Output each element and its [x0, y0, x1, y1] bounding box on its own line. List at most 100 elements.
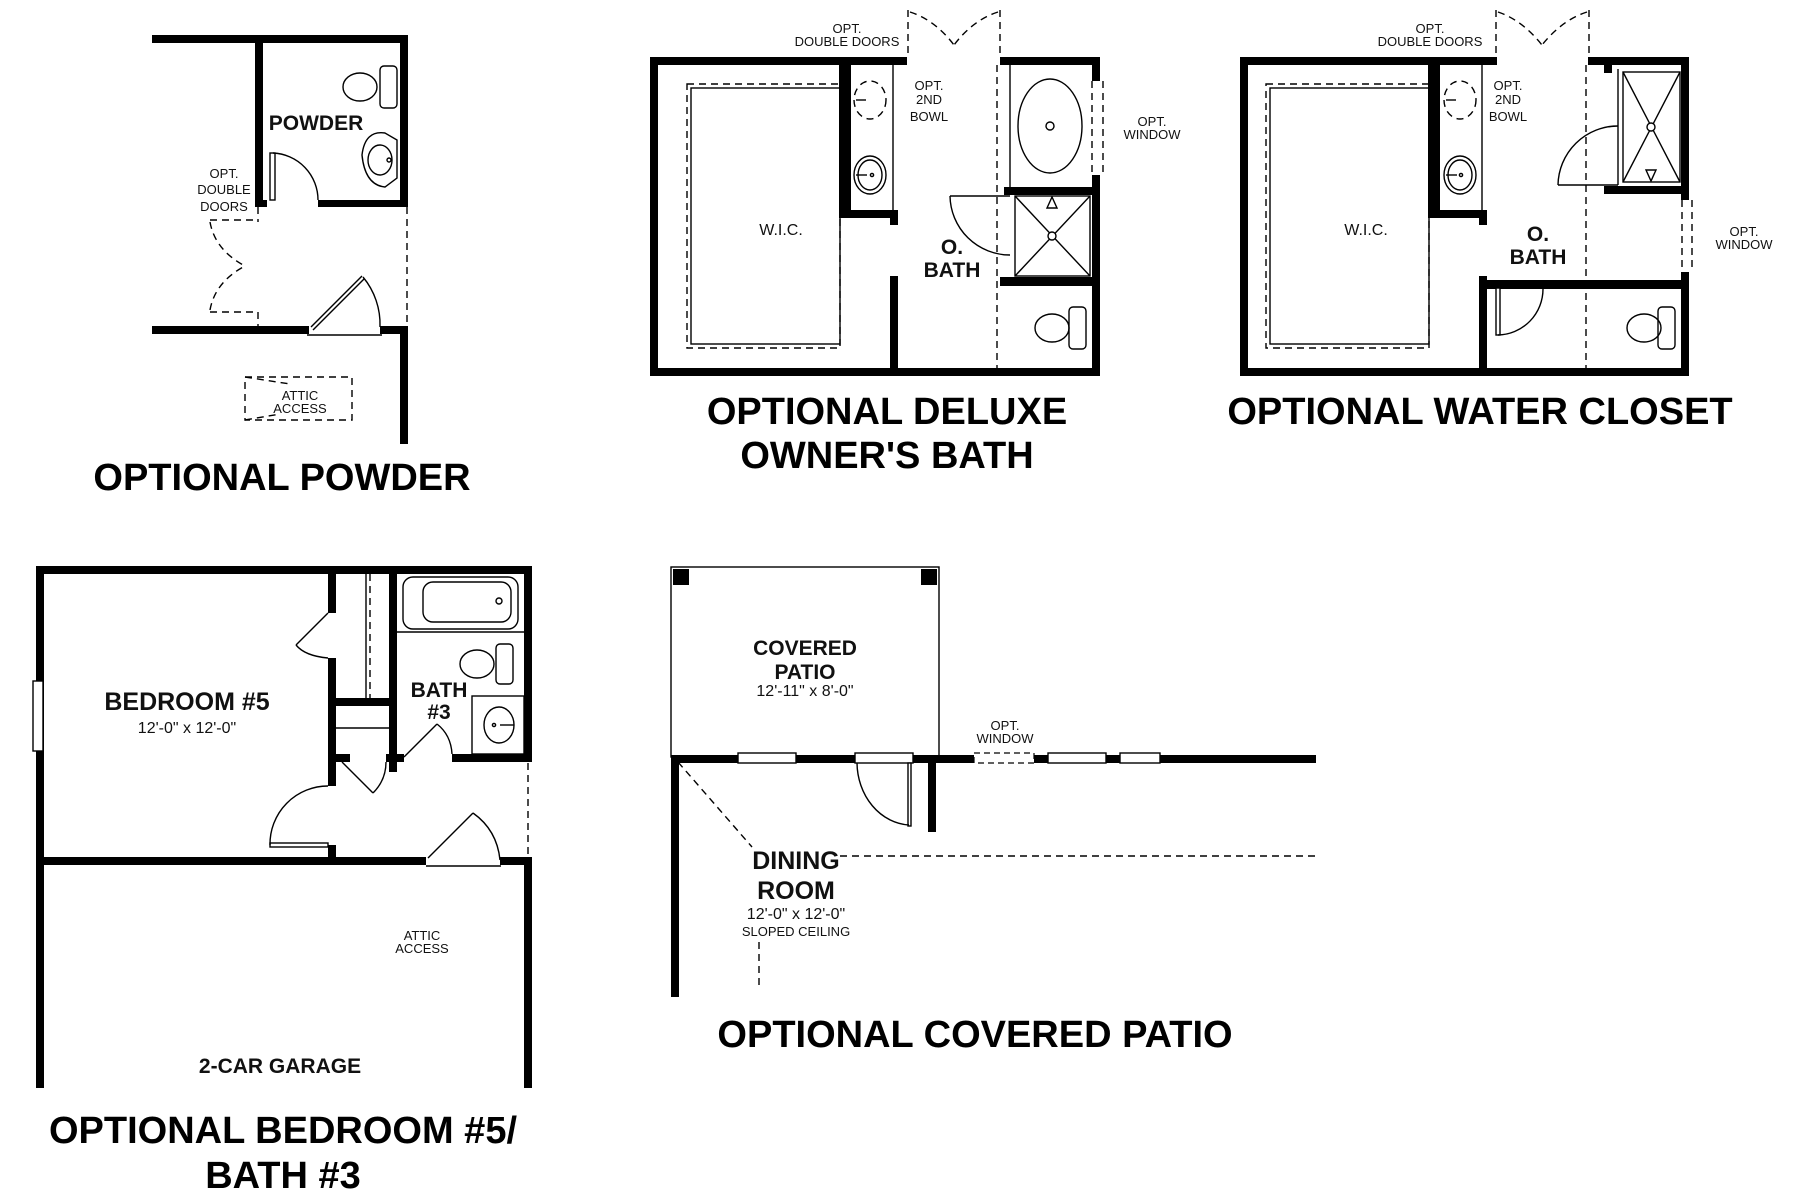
plan-optional-water-closet: OPT. DOUBLE DOORS OPT. 2ND BOWL OPT. WIN… [1227, 10, 1773, 433]
label-opt-double-doors: DOORS [200, 199, 248, 214]
wall [36, 566, 532, 574]
label-opt-2nd-bowl: BOWL [1489, 109, 1527, 124]
room-dims-covered-patio: 12'-11" x 8'-0" [756, 683, 853, 700]
label-attic-access: ATTIC [404, 928, 441, 943]
label-opt-double-doors: OPT. [833, 21, 862, 36]
label-opt-2nd-bowl: 2ND [1495, 92, 1521, 107]
room-label-garage: 2-CAR GARAGE [199, 1055, 361, 1078]
door-swing-icon [949, 195, 1011, 256]
attic-access-icon [244, 376, 353, 421]
wall [318, 200, 408, 207]
wall [1000, 277, 1100, 286]
door-swing-icon [854, 752, 914, 827]
column-icon [921, 569, 937, 585]
plan-optional-deluxe-owners-bath: OPT. DOUBLE DOORS OPT. 2ND BOWL OPT. WIN… [650, 10, 1181, 477]
wall [500, 857, 532, 865]
sink-icon [361, 131, 398, 188]
optional-double-doors-icon [209, 207, 259, 326]
label-opt-window: WINDOW [1123, 127, 1181, 142]
wall [255, 35, 263, 207]
label-opt-double-doors: DOUBLE DOORS [1378, 34, 1483, 49]
room-label-covered-patio: COVERED [753, 637, 857, 660]
wall [380, 326, 408, 334]
plan-title-water-closet: OPTIONAL WATER CLOSET [1227, 391, 1732, 433]
optional-window-icon [1091, 81, 1104, 175]
ceiling-line [677, 761, 753, 848]
wall [1428, 210, 1486, 218]
optional-double-doors-icon [907, 10, 1001, 58]
wall [1004, 187, 1100, 195]
label-opt-window: OPT. [1138, 114, 1167, 129]
room-label-dining: DINING [752, 847, 840, 875]
wall [1092, 57, 1100, 81]
plan-title-powder: OPTIONAL POWDER [93, 457, 470, 499]
plan-title-deluxe-bath: OWNER'S BATH [740, 435, 1033, 477]
label-opt-window: OPT. [1730, 224, 1759, 239]
label-opt-window: WINDOW [976, 731, 1034, 746]
wall [650, 368, 1100, 376]
wall [1479, 210, 1487, 225]
room-label-wic: W.I.C. [1344, 222, 1388, 239]
wall [1000, 57, 1100, 65]
optional-window-icon [973, 752, 1035, 764]
wall [1240, 57, 1248, 376]
label-opt-double-doors: DOUBLE [197, 182, 251, 197]
wall [928, 755, 936, 832]
wall [650, 57, 907, 65]
wall [1479, 276, 1487, 376]
wall [1428, 65, 1440, 218]
wall [336, 698, 396, 706]
door-swing-icon [307, 275, 382, 336]
plan-title-covered-patio: OPTIONAL COVERED PATIO [717, 1014, 1232, 1056]
door-swing-icon [1495, 287, 1544, 336]
sink-icon [853, 80, 887, 120]
label-attic-access: ACCESS [395, 941, 449, 956]
wall [671, 755, 679, 997]
wall [36, 566, 44, 1088]
wall [1240, 368, 1689, 376]
wall [255, 200, 267, 207]
wall [328, 845, 336, 860]
label-opt-2nd-bowl: OPT. [915, 78, 944, 93]
wall [524, 857, 532, 1088]
wall [524, 566, 532, 760]
door-swing-icon [269, 785, 329, 848]
plan-title-bedroom5: BATH #3 [205, 1155, 361, 1197]
wall [328, 574, 336, 613]
wall [400, 35, 408, 207]
wall [152, 326, 309, 334]
door-swing-icon [1557, 125, 1619, 186]
wall [36, 857, 426, 865]
wall [890, 210, 898, 225]
label-attic-access: ACCESS [273, 401, 327, 416]
plan-optional-bedroom5-bath3: BEDROOM #5 12'-0" x 12'-0" BATH #3 ATTIC… [32, 566, 532, 1197]
room-label-bath: BATH [924, 259, 981, 282]
label-opt-double-doors: DOUBLE DOORS [795, 34, 900, 49]
wall [328, 658, 336, 786]
sink-icon [1443, 80, 1477, 120]
wall [839, 210, 897, 218]
label-opt-2nd-bowl: OPT. [1494, 78, 1523, 93]
label-opt-double-doors: OPT. [1416, 21, 1445, 36]
wall [452, 754, 532, 762]
room-label-powder: POWDER [269, 112, 364, 135]
label-opt-2nd-bowl: 2ND [916, 92, 942, 107]
room-label-bath: O. [941, 236, 963, 259]
wall [890, 276, 898, 376]
sink-icon [1443, 155, 1477, 195]
wall [1588, 57, 1688, 65]
room-label-bath: O. [1527, 223, 1549, 246]
column-icon [673, 569, 689, 585]
wall [400, 326, 408, 444]
room-label-bath3: #3 [427, 701, 450, 724]
room-dims-bedroom5: 12'-0" x 12'-0" [138, 720, 236, 737]
wall [1240, 57, 1497, 65]
wall [1092, 175, 1100, 376]
label-opt-window: OPT. [991, 718, 1020, 733]
door-swing-icon [426, 812, 501, 867]
wall [1681, 57, 1689, 200]
label-opt-double-doors: OPT. [210, 166, 239, 181]
door-swing-icon [341, 761, 387, 794]
room-label-covered-patio: PATIO [774, 661, 835, 684]
bathtub-icon [397, 576, 524, 633]
